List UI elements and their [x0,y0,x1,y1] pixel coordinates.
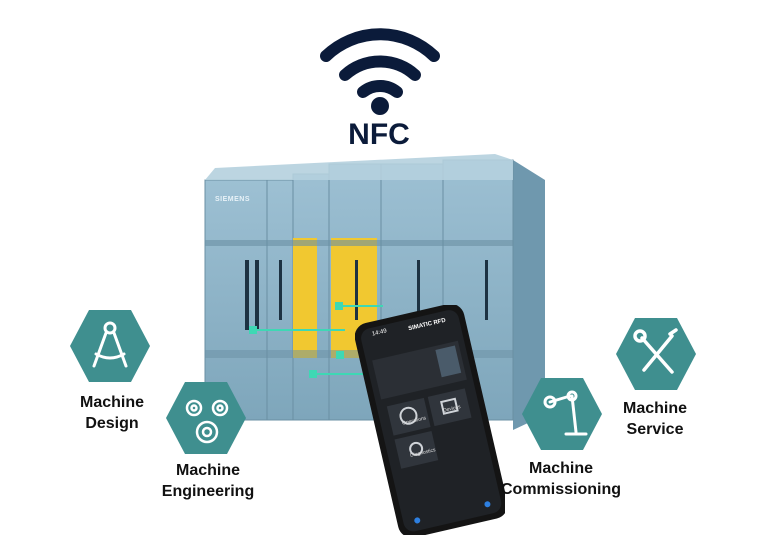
label-machine-engineering: Machine Engineering [152,460,264,502]
wifi-signal-icon [320,28,440,115]
robot-arm-icon [543,390,588,436]
nfc-title: NFC [348,118,410,151]
wrench-screwdriver-icon [633,328,678,374]
smartphone [355,305,505,535]
label-machine-commissioning: Machine Commissioning [496,458,626,500]
machine-service-hex [616,318,696,390]
label-machine-engineering-line1: Machine [175,462,240,479]
label-machine-design-line2: Design [85,415,139,432]
label-machine-engineering-line2: Engineering [161,483,255,500]
machine-commissioning-hex [522,378,602,450]
label-machine-service-line1: Machine [622,400,687,417]
label-machine-service: Machine Service [600,398,710,440]
plc-brand: SIEMENS [215,196,251,203]
label-machine-commissioning-line2: Commissioning [500,481,621,498]
machine-engineering-hex [166,382,246,454]
machine-design-hex [70,310,150,382]
label-machine-commissioning-line1: Machine [528,460,593,477]
label-machine-design: Machine Design [52,392,172,434]
label-machine-service-line2: Service [626,421,684,438]
gears-icon [185,399,229,444]
label-machine-design-line1: Machine [79,394,144,411]
compass-drafting-icon [92,321,128,368]
